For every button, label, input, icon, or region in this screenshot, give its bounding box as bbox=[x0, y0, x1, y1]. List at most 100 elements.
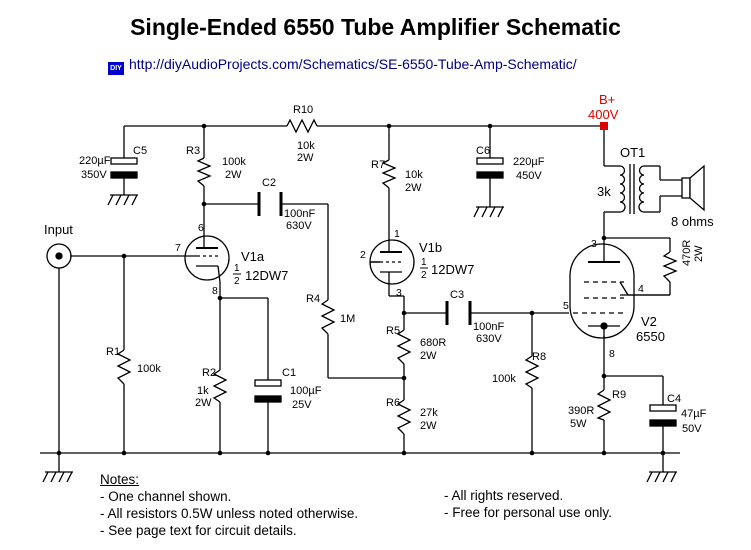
input-jack bbox=[46, 243, 72, 269]
r6-value: 27k bbox=[420, 407, 438, 419]
v1b-frac-den: 2 bbox=[421, 270, 427, 281]
r9-power: 5W bbox=[570, 418, 587, 430]
r7-value: 10k bbox=[405, 169, 423, 181]
speaker-icon bbox=[681, 164, 705, 212]
r1-value: 100k bbox=[137, 363, 161, 375]
c1-plate-bottom bbox=[254, 395, 282, 403]
r7-power: 2W bbox=[405, 182, 422, 194]
pin-label: 3 bbox=[396, 287, 402, 299]
pin-label: 3 bbox=[591, 238, 597, 250]
tube-labels: V1a 1 2 12DW7 V1b 1 2 12DW7 V2 6550 bbox=[233, 240, 665, 344]
note-item: - Free for personal use only. bbox=[444, 505, 612, 520]
c4-value: 47µF bbox=[681, 408, 707, 420]
c5-voltage: 350V bbox=[81, 169, 107, 181]
c2-value: 100nF bbox=[284, 208, 315, 220]
output-transformer bbox=[619, 164, 682, 214]
c6-name: C6 bbox=[476, 145, 490, 157]
r3-power: 2W bbox=[225, 169, 242, 181]
r9-value: 390R bbox=[568, 405, 594, 417]
r-g2-power: 2W bbox=[693, 245, 705, 262]
v1a-name: V1a bbox=[241, 249, 265, 264]
r1-name: R1 bbox=[106, 346, 120, 358]
resistors bbox=[116, 118, 678, 435]
r1-symbol bbox=[116, 349, 132, 385]
r8-value: 100k bbox=[492, 373, 516, 385]
v1b-frac-num: 1 bbox=[421, 257, 427, 268]
r-g2-symbol bbox=[662, 251, 678, 283]
r3-name: R3 bbox=[186, 145, 200, 157]
r8-symbol bbox=[524, 355, 540, 389]
ground-icon bbox=[646, 453, 677, 483]
v1a-tube bbox=[184, 233, 230, 283]
c3-value: 100nF bbox=[473, 321, 504, 333]
v1b-tube bbox=[369, 238, 415, 285]
ground-icon bbox=[107, 194, 138, 206]
notes-heading: Notes: bbox=[100, 472, 140, 487]
r10-name: R10 bbox=[293, 104, 313, 116]
note-item: - One channel shown. bbox=[100, 489, 232, 504]
note-item: - See page text for circuit details. bbox=[100, 523, 297, 538]
c2-name: C2 bbox=[262, 177, 276, 189]
c3-name: C3 bbox=[450, 289, 464, 301]
pin-label: 7 bbox=[175, 242, 181, 254]
r2-name: R2 bbox=[202, 367, 216, 379]
input-label: Input bbox=[44, 222, 73, 237]
v2-type: 6550 bbox=[636, 329, 665, 344]
c6-plate-bottom bbox=[476, 171, 504, 179]
c1-voltage: 25V bbox=[292, 399, 312, 411]
r6-name: R6 bbox=[386, 397, 400, 409]
pin-label: 5 bbox=[563, 300, 569, 312]
c5-plate-top bbox=[110, 157, 138, 165]
bplus-label: B+ bbox=[599, 92, 615, 107]
r9-symbol bbox=[596, 389, 612, 421]
r-g2-value: 470R bbox=[681, 240, 693, 266]
pin-label: 4 bbox=[638, 283, 644, 295]
c1-plate-top bbox=[254, 379, 282, 387]
r3-symbol bbox=[196, 157, 212, 187]
ground-symbols bbox=[42, 194, 677, 483]
r4-value: 1M bbox=[340, 313, 355, 325]
source-url[interactable]: DIY http://diyAudioProjects.com/Schematic… bbox=[108, 56, 577, 75]
pin-label: 8 bbox=[212, 285, 218, 297]
r4-symbol bbox=[320, 299, 336, 335]
pin-label: 2 bbox=[360, 249, 366, 261]
r2-value: 1k bbox=[197, 385, 209, 397]
c6-value: 220µF bbox=[513, 156, 545, 168]
notes-left: Notes: - One channel shown. - All resist… bbox=[100, 471, 358, 539]
c5-value: 220µF bbox=[79, 155, 111, 167]
junction-dots bbox=[56, 123, 666, 456]
c6-voltage: 450V bbox=[516, 170, 542, 182]
r9-name: R9 bbox=[612, 389, 626, 401]
ohms-label: 8 ohms bbox=[671, 214, 714, 229]
c4-plate-bottom bbox=[649, 419, 677, 427]
r5-name: R5 bbox=[386, 325, 400, 337]
r10-value: 10k bbox=[297, 140, 315, 152]
r6-power: 2W bbox=[420, 420, 437, 432]
ground-icon bbox=[473, 195, 504, 218]
pin-numbers: 6 7 8 1 2 3 3 4 5 8 bbox=[175, 222, 644, 360]
r6-symbol bbox=[396, 399, 412, 435]
c5-name: C5 bbox=[133, 145, 147, 157]
r8-name: R8 bbox=[532, 351, 546, 363]
notes-right: - All rights reserved. - Free for person… bbox=[444, 487, 612, 521]
r5-symbol bbox=[396, 329, 412, 365]
page-title: Single-Ended 6550 Tube Amplifier Schemat… bbox=[130, 14, 621, 40]
r10-symbol bbox=[286, 118, 318, 134]
ot1-label: OT1 bbox=[620, 145, 645, 160]
v1a-type: 12DW7 bbox=[245, 268, 288, 283]
wires bbox=[40, 125, 680, 454]
v1b-name: V1b bbox=[419, 240, 442, 255]
r10-power: 2W bbox=[297, 152, 314, 164]
bplus-node bbox=[600, 122, 608, 130]
r7-name: R7 bbox=[371, 159, 385, 171]
c2-voltage: 630V bbox=[286, 220, 312, 232]
diy-logo-icon: DIY bbox=[108, 62, 124, 75]
r2-power: 2W bbox=[195, 397, 212, 409]
r7-symbol bbox=[381, 159, 397, 189]
r5-value: 680R bbox=[420, 337, 446, 349]
note-item: - All resistors 0.5W unless noted otherw… bbox=[100, 506, 359, 521]
c4-voltage: 50V bbox=[682, 423, 702, 435]
url-text[interactable]: http://diyAudioProjects.com/Schematics/S… bbox=[129, 56, 577, 72]
v1a-frac-den: 2 bbox=[234, 276, 240, 287]
